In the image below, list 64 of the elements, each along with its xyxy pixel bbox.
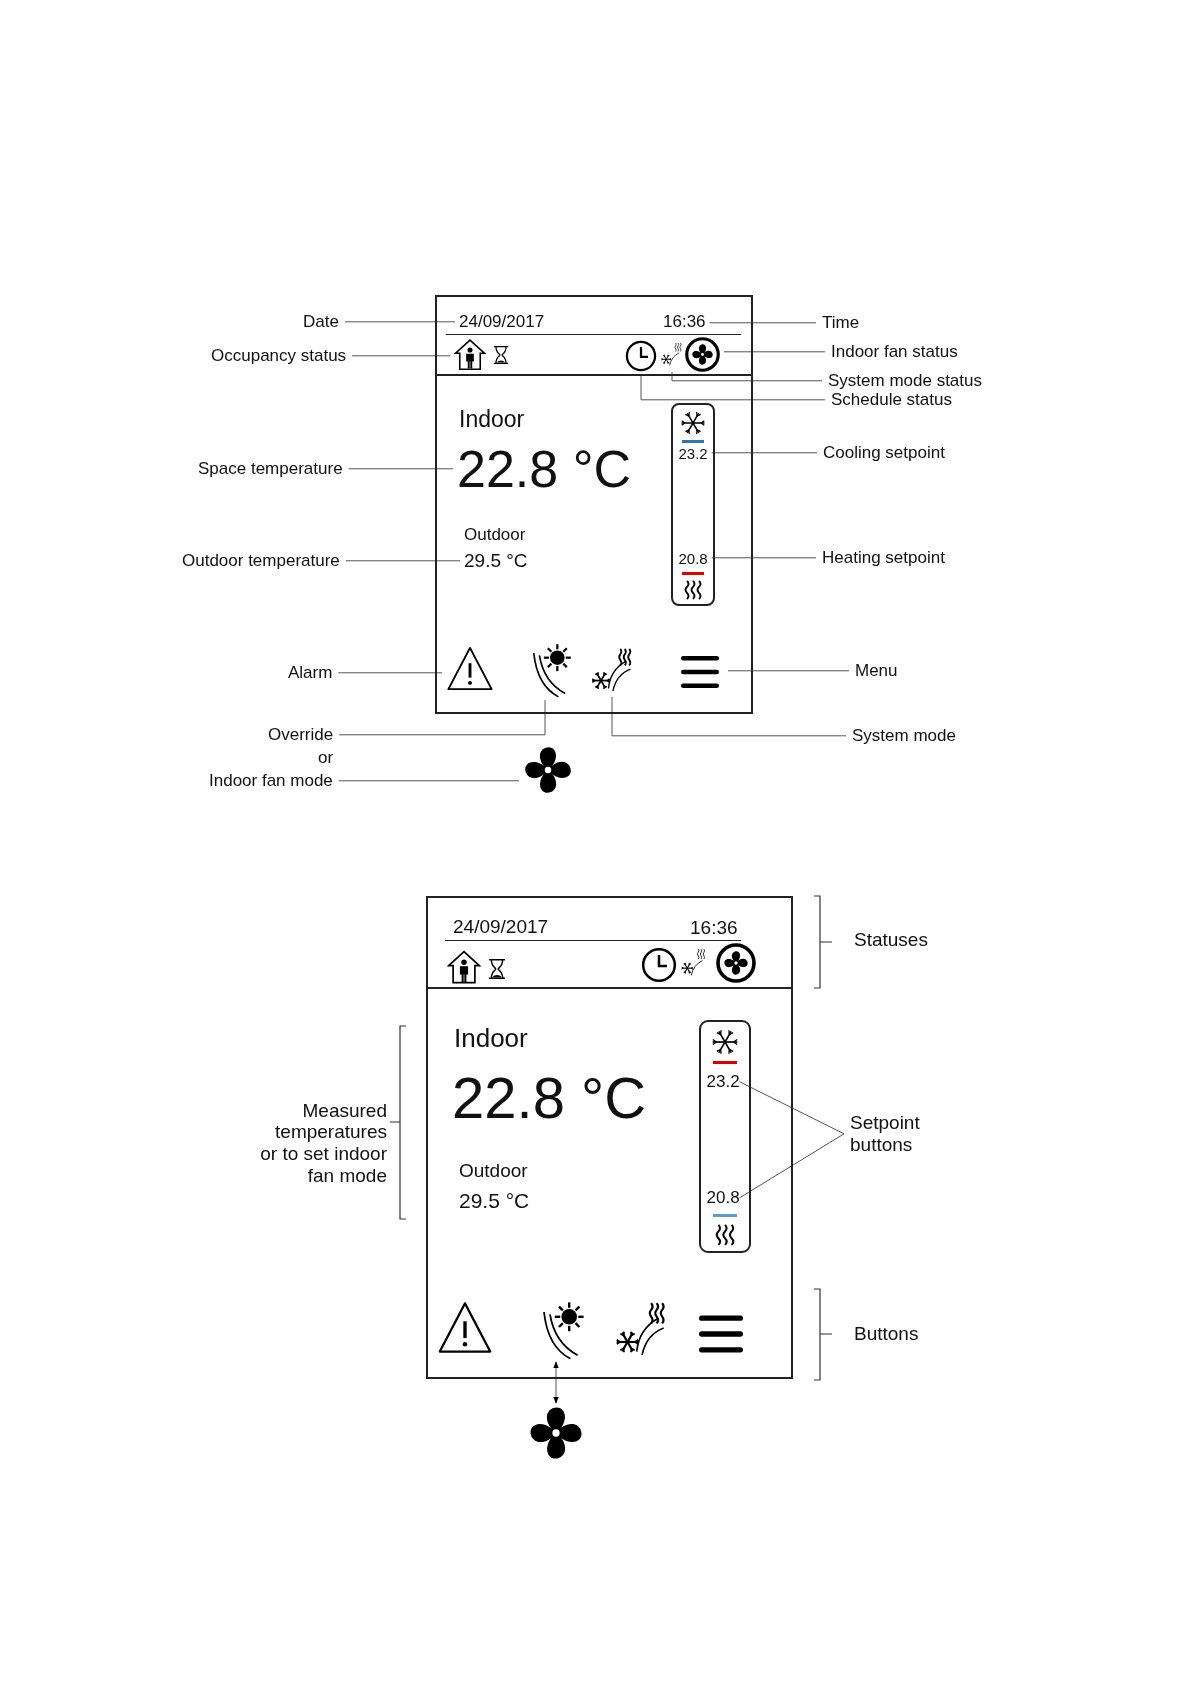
group-label: Buttons: [854, 1323, 919, 1345]
leader-line: [739, 1081, 845, 1135]
leader-line: [709, 322, 817, 324]
fan-icon: [523, 745, 573, 795]
callout-label: Heating setpoint: [822, 548, 945, 568]
callout-label: Outdoor temperature: [182, 551, 340, 571]
annotation-text: or: [318, 748, 334, 768]
callout-label: Schedule status: [831, 390, 952, 410]
setpoint-value: 20.8: [706, 1188, 740, 1208]
setpoint-value: 23.2: [678, 444, 708, 462]
callout-label: Indoor fan status: [831, 342, 958, 362]
leader-line: [338, 780, 520, 782]
callout-label: Setpoint buttons: [850, 1112, 945, 1156]
callout-label: Time: [822, 313, 860, 333]
callout-label: Space temperature: [198, 459, 343, 479]
callout-label: Alarm: [288, 663, 333, 683]
time-text: 16:36: [663, 312, 706, 332]
group-label: Statuses: [854, 929, 928, 951]
outdoor-label: Outdoor: [464, 525, 526, 545]
arrow: [553, 1361, 559, 1404]
leader-line: [345, 560, 461, 562]
screen-frame: [435, 295, 753, 714]
warning-icon: [446, 645, 494, 693]
callout-label: System mode: [852, 726, 956, 746]
temperature-reading: 22.8 °C: [452, 1064, 647, 1132]
leader-line: [711, 452, 818, 454]
setpoint-bar: [699, 1020, 751, 1253]
time-text: 16:36: [690, 917, 738, 939]
leader-line: [344, 321, 456, 323]
leader-line: [640, 373, 826, 401]
callout-label: System mode status: [828, 371, 982, 391]
leader-line: [727, 670, 850, 672]
callout-label: Date: [303, 312, 339, 332]
callout-label: Cooling setpoint: [823, 443, 945, 463]
leader-line: [337, 672, 443, 674]
date-text: 24/09/2017: [459, 312, 545, 332]
leader-line: [351, 355, 451, 357]
callout-label: Override: [268, 725, 334, 745]
date-text: 24/09/2017: [453, 916, 549, 938]
leader-line: [671, 371, 823, 382]
outdoor-label: Outdoor: [459, 1160, 528, 1182]
leader-line: [723, 351, 826, 353]
occupancy-icon: [454, 337, 486, 372]
indoor-label: Indoor: [459, 406, 525, 433]
group-label: Measured temperatures or to set indoor fan mode: [259, 1099, 387, 1187]
leader-line: [338, 699, 546, 736]
temperature-reading: 29.5 °C: [459, 1189, 530, 1214]
callout-label: Occupancy status: [211, 346, 347, 366]
leader-line: [739, 1133, 845, 1199]
leader-line: [611, 696, 847, 737]
indoor-label: Indoor: [454, 1024, 528, 1054]
setpoint-value: 20.8: [678, 549, 708, 567]
fan-status-icon: [685, 337, 720, 372]
clock-icon: [625, 340, 657, 372]
setpoint-bar: [671, 403, 715, 606]
leader-line: [711, 557, 817, 559]
temperature-reading: 29.5 °C: [464, 550, 528, 572]
screen-frame: [426, 896, 793, 1379]
leader-line: [348, 468, 454, 470]
fan-icon: [528, 1405, 584, 1461]
callout-label: Menu: [855, 661, 898, 681]
callout-label: Indoor fan mode: [209, 771, 333, 791]
temperature-reading: 22.8 °C: [457, 440, 631, 500]
setpoint-value: 23.2: [706, 1072, 740, 1092]
